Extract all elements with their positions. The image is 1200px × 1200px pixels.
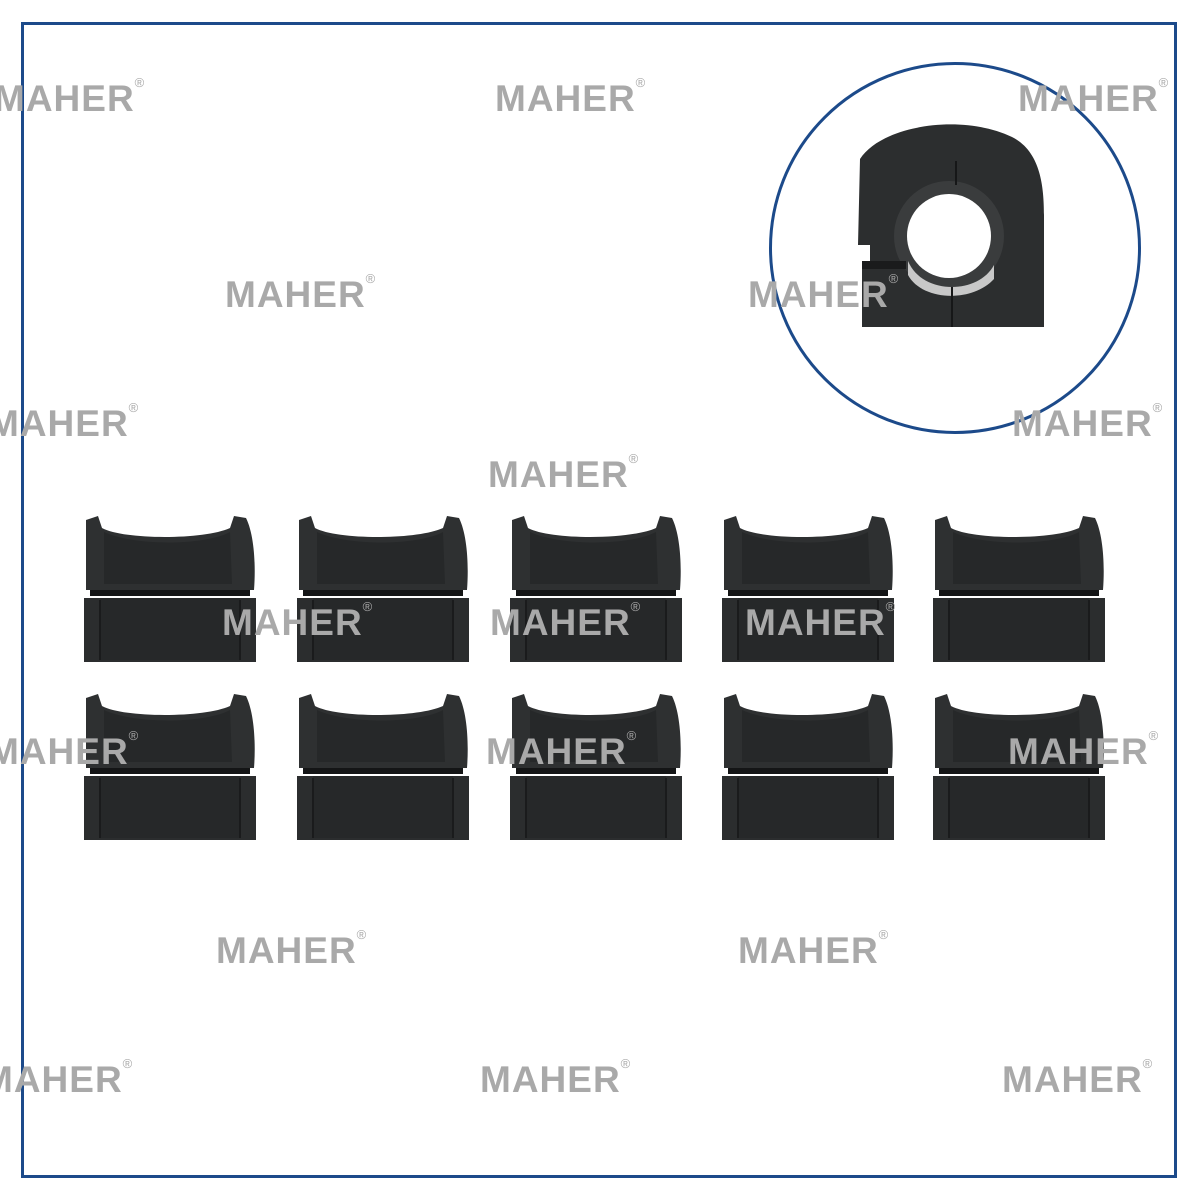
maher-watermark: MAHER® [225, 271, 377, 315]
maher-watermark: MAHER® [748, 271, 900, 315]
maher-watermark: MAHER® [745, 599, 897, 643]
maher-watermark: MAHER® [0, 728, 140, 772]
maher-watermark: MAHER® [0, 1056, 134, 1100]
maher-watermark: MAHER® [490, 599, 642, 643]
maher-watermark: MAHER® [1012, 400, 1164, 444]
maher-watermark: MAHER® [1008, 728, 1160, 772]
maher-watermark: MAHER® [488, 451, 640, 495]
maher-watermark: MAHER® [495, 75, 647, 119]
maher-watermark: MAHER® [0, 75, 146, 119]
detail-inset [769, 62, 1141, 434]
bushing-item [296, 693, 470, 841]
maher-watermark: MAHER® [1002, 1056, 1154, 1100]
maher-watermark: MAHER® [222, 599, 374, 643]
maher-watermark: MAHER® [738, 927, 890, 971]
bushing-item [721, 693, 895, 841]
bushing-item [932, 515, 1106, 663]
image-frame [21, 22, 1177, 1178]
maher-watermark: MAHER® [0, 400, 140, 444]
maher-watermark: MAHER® [480, 1056, 632, 1100]
bushing-closeup [858, 124, 1044, 327]
maher-watermark: MAHER® [486, 728, 638, 772]
maher-watermark: MAHER® [216, 927, 368, 971]
maher-watermark: MAHER® [1018, 75, 1170, 119]
